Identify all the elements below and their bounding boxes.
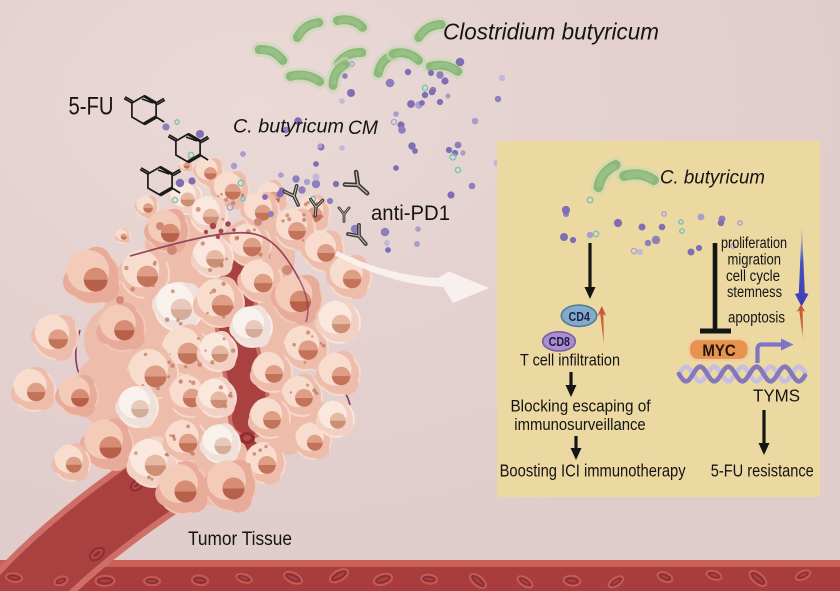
svg-text:immunosurveillance: immunosurveillance (514, 415, 645, 434)
svg-text:T cell infiltration: T cell infiltration (520, 352, 620, 370)
svg-text:MYC: MYC (702, 342, 736, 360)
svg-text:C. butyricum: C. butyricum (660, 167, 765, 189)
svg-text:migration: migration (728, 252, 782, 269)
svg-text:5-FU: 5-FU (69, 93, 114, 121)
svg-text:Blocking escaping of: Blocking escaping of (511, 396, 651, 415)
svg-text:apoptosis: apoptosis (728, 309, 785, 326)
svg-text:5-FU resistance: 5-FU resistance (711, 462, 814, 481)
svg-text:C. butyricum: C. butyricum (233, 116, 344, 138)
svg-text:Boosting ICI immunotherapy: Boosting ICI immunotherapy (500, 461, 686, 481)
svg-text:CD4: CD4 (569, 309, 591, 324)
svg-text:Tumor Tissue: Tumor Tissue (188, 528, 292, 550)
svg-text:cell cycle: cell cycle (726, 268, 780, 285)
svg-text:Clostridium butyricum: Clostridium butyricum (443, 19, 659, 45)
svg-text:CD8: CD8 (549, 334, 570, 349)
svg-text:anti-PD1: anti-PD1 (371, 200, 450, 225)
svg-text:proliferation: proliferation (721, 235, 787, 252)
svg-text:stemness: stemness (727, 284, 782, 301)
svg-text:CM: CM (348, 117, 379, 139)
svg-text:TYMS: TYMS (753, 385, 800, 405)
